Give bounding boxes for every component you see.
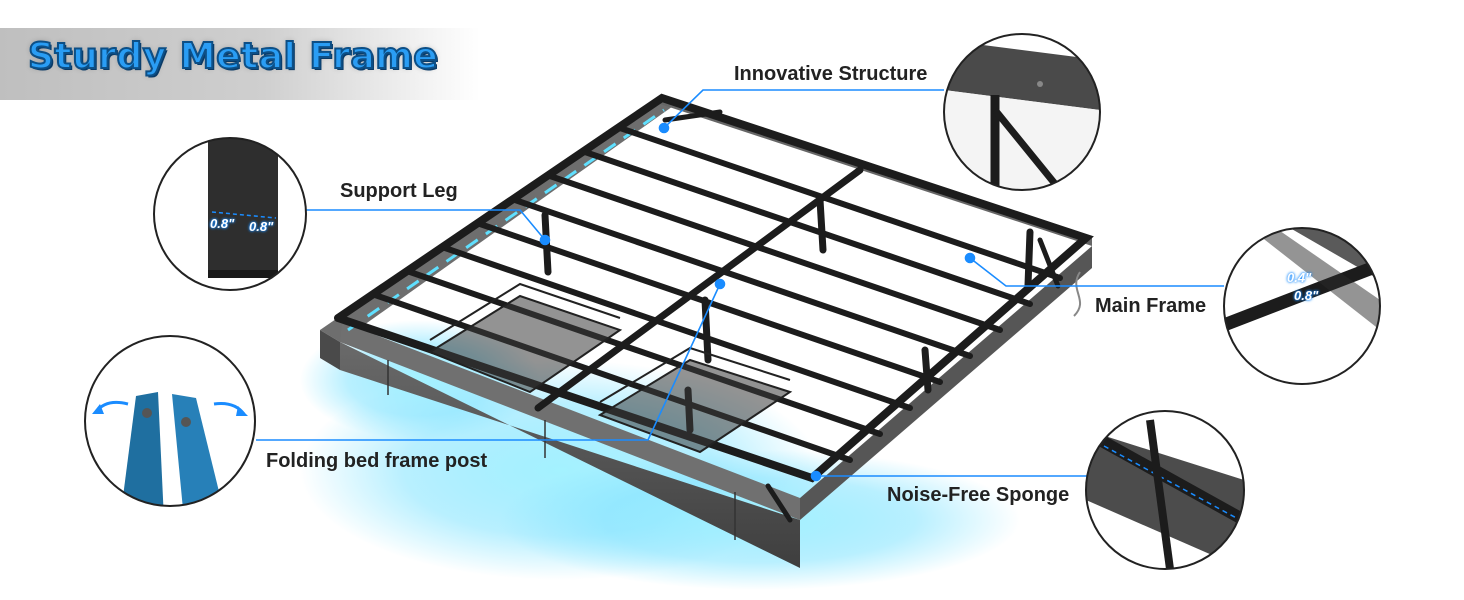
storage-baskets (427, 282, 793, 454)
main-frame-detail (1223, 227, 1381, 385)
label-main-frame: Main Frame (1095, 295, 1207, 317)
dimension-tube-height: 0.4" (1287, 270, 1312, 285)
label-noise-free-sponge: Noise-Free Sponge (887, 484, 1070, 506)
label-support-leg: Support Leg (340, 180, 458, 202)
label-folding-post: Folding bed frame post (266, 450, 488, 472)
dimension-leg-width: 0.8" (210, 216, 235, 231)
leader-lines (256, 89, 1224, 482)
banner-title: Sturdy Metal Frame (27, 35, 439, 78)
power-cord (1073, 271, 1081, 317)
label-innovative-structure: Innovative Structure (734, 63, 928, 85)
support-leg-detail (153, 137, 307, 291)
innovative-structure-detail (943, 33, 1101, 191)
title-banner: Sturdy Metal Frame (0, 28, 480, 100)
noise-free-sponge-detail (1085, 410, 1245, 570)
dimension-leg-depth: 0.8" (249, 219, 274, 234)
folding-post-detail (84, 335, 256, 507)
dimension-tube-width: 0.8" (1294, 288, 1319, 303)
